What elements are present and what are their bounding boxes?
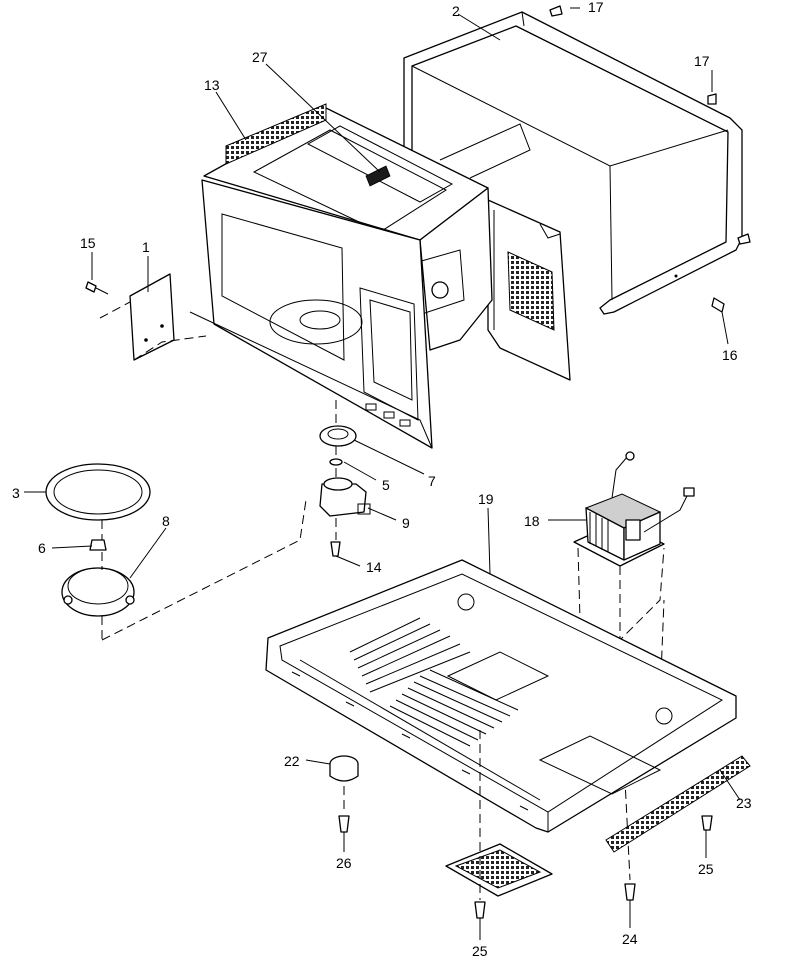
callout-18: 18 xyxy=(524,513,540,529)
transformer xyxy=(573,451,695,567)
inner-cavity xyxy=(189,107,493,449)
callout-2: 2 xyxy=(452,3,460,19)
screw-25-bottom xyxy=(474,901,486,919)
callout-26: 26 xyxy=(336,855,352,871)
callout-24: 24 xyxy=(622,931,638,947)
back-plate xyxy=(487,199,571,381)
cover-plate xyxy=(129,273,175,361)
callout-1: 1 xyxy=(142,239,150,255)
callout-22: 22 xyxy=(284,753,300,769)
washer xyxy=(329,458,343,466)
callout-14: 14 xyxy=(366,559,382,575)
callout-17-side: 17 xyxy=(694,53,710,69)
callout-5: 5 xyxy=(382,477,390,493)
screw-24 xyxy=(624,883,636,901)
callout-27: 27 xyxy=(252,49,268,65)
callout-25-right: 25 xyxy=(698,861,714,877)
filter-grille xyxy=(445,843,553,897)
screw-17-top xyxy=(549,5,563,17)
leader-lines xyxy=(24,7,741,940)
screw-14 xyxy=(330,541,341,557)
callout-25-bottom: 25 xyxy=(472,943,488,959)
callout-8: 8 xyxy=(162,513,170,529)
spacer-bar xyxy=(605,755,751,853)
callout-labels: 2 17 17 27 13 15 1 16 3 7 5 9 6 8 14 19 … xyxy=(12,0,752,959)
screw-25-right xyxy=(701,815,713,831)
turntable-motor xyxy=(319,477,371,517)
shaft-disk xyxy=(319,425,357,447)
vent-grille xyxy=(365,165,391,187)
screw-17-side xyxy=(707,93,717,105)
screw-side-right xyxy=(737,233,751,245)
outer-cabinet xyxy=(403,11,743,315)
callout-6: 6 xyxy=(38,540,46,556)
callout-3: 3 xyxy=(12,485,20,501)
screw-26 xyxy=(338,815,350,833)
callout-23: 23 xyxy=(736,795,752,811)
callout-13: 13 xyxy=(204,77,220,93)
roller-ring xyxy=(61,567,135,617)
callout-17-top: 17 xyxy=(588,0,604,15)
callout-15: 15 xyxy=(80,235,96,251)
screw-16 xyxy=(711,297,725,313)
callout-19: 19 xyxy=(478,491,494,507)
callout-16: 16 xyxy=(722,347,738,363)
glass-tray xyxy=(45,463,151,521)
callout-9: 9 xyxy=(402,515,410,531)
screw-15 xyxy=(85,281,109,295)
base-plate xyxy=(265,559,737,833)
coupler xyxy=(89,539,107,551)
callout-7: 7 xyxy=(428,473,436,489)
foot xyxy=(329,755,359,782)
waveguide-cover xyxy=(225,103,327,165)
